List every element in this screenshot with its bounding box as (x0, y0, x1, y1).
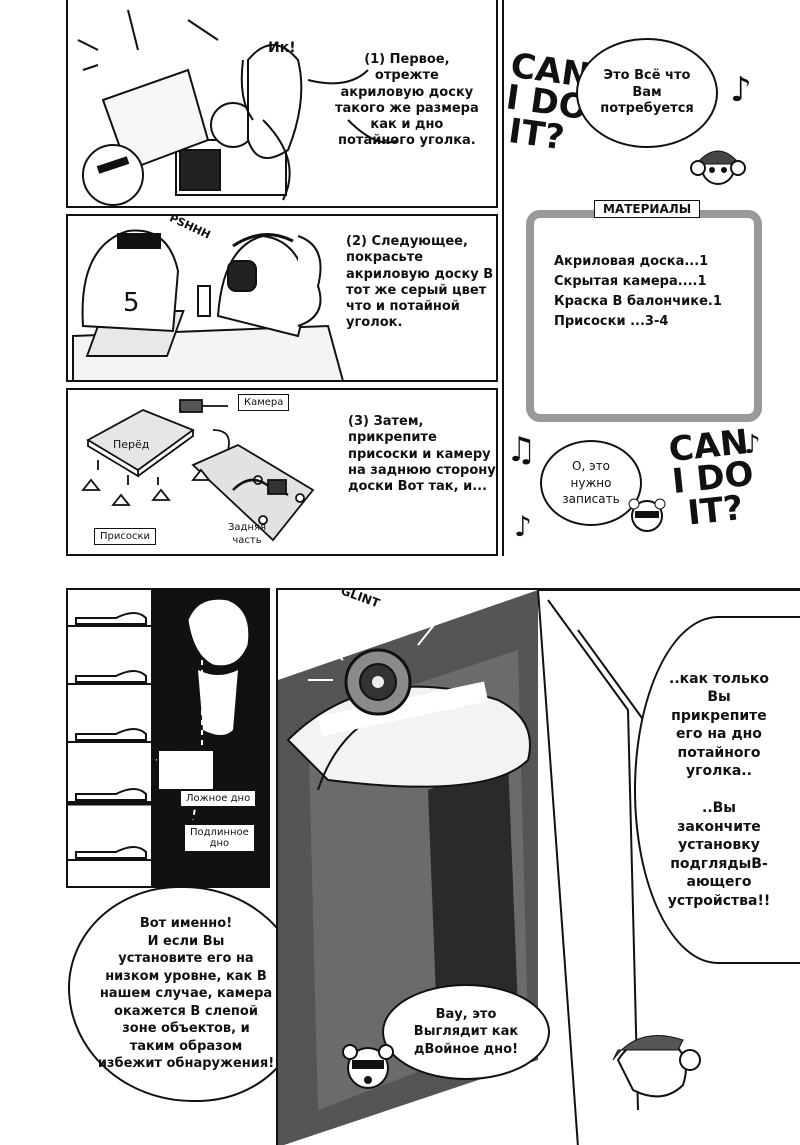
label-true-bottom: Подлинное дно (184, 824, 255, 852)
cutting-scene-art (77, 9, 399, 206)
bubble-once-attached-text: ..как только Вы прикрепите его на дно по… (667, 670, 771, 909)
label-front: Перёд (113, 438, 150, 451)
panel-1-cutting: Ик! (1) Первое, отрежте акриловую доску … (66, 0, 498, 208)
list-item: Акриловая доска...1 (554, 254, 709, 269)
bear-mascot-icon (342, 1044, 394, 1089)
step-2-caption: (2) Следующее, покрасьте акриловую доску… (346, 234, 494, 331)
step-1-caption: (1) Первое, отрежте акриловую доску тако… (335, 52, 479, 149)
painting-scene-art: 5 (72, 229, 344, 380)
bubble-all-you-need-text: Это Всё что Вам потребуется (600, 67, 694, 117)
music-note-icon: ♪ (514, 510, 532, 543)
sidebar-materials: CAN I DO IT? Это Всё что Вам потребуется… (502, 0, 800, 556)
bubble-all-you-need: Это Всё что Вам потребуется (576, 38, 718, 148)
bubble-note-this: О, это нужно записать (540, 440, 642, 526)
panel-4-closet: Ложное дно Подлинное дно (66, 588, 270, 888)
music-note-icon: ♪ (730, 70, 752, 110)
bubble-exactly: Вот именно! И если Вы установите его на … (68, 886, 304, 1102)
panel-5-installed-camera: GLINT ..как только Вы прикрепите его на … (276, 588, 800, 1145)
panel-3-assembly: Камера Перёд Присоски Задняя часть (3) З… (66, 388, 498, 556)
list-item: Скрытая камера....1 (554, 274, 707, 290)
girl-mascot-icon (690, 150, 746, 185)
list-item: Краска В балончике.1 (554, 294, 722, 310)
list-item: Присоски ...3-4 (554, 314, 669, 330)
materials-title: МАТЕРИАЛЫ (594, 200, 701, 218)
bubble-note-this-text: О, это нужно записать (562, 458, 620, 507)
music-note-icon: ♪ (744, 430, 761, 460)
svg-text:5: 5 (123, 288, 140, 318)
panel-2-painting: 5 PSHHH (2) Следующее, покрасьте акрилов… (66, 214, 498, 382)
label-back-side: Задняя часть (228, 522, 267, 546)
bubble-wow-text: Вау, это Выглядит как дВойное дно! (413, 1006, 519, 1057)
label-camera: Камера (238, 394, 290, 411)
materials-list: Акриловая доска...1 Скрытая камера....1 … (554, 252, 722, 333)
bear-mascot-icon (628, 498, 666, 532)
bubble-wow: Вау, это Выглядит как дВойное дно! (382, 984, 550, 1080)
music-note-icon: ♫ (506, 430, 537, 470)
step-3-caption: (3) Затем, прикрепите присоски и камеру … (348, 414, 496, 494)
assembly-diagram-art (81, 399, 315, 542)
bubble-once-attached: ..как только Вы прикрепите его на дно по… (634, 616, 800, 964)
can-i-do-it-logo-top: CAN I DO IT? (503, 45, 593, 158)
materials-box: МАТЕРИАЛЫ Акриловая доска...1 Скрытая ка… (526, 200, 762, 422)
bubble-exactly-text: Вот именно! И если Вы установите его на … (97, 916, 275, 1072)
label-suction-cups: Присоски (94, 528, 157, 545)
label-false-bottom: Ложное дно (180, 790, 257, 807)
sfx-ik: Ик! (268, 40, 296, 56)
